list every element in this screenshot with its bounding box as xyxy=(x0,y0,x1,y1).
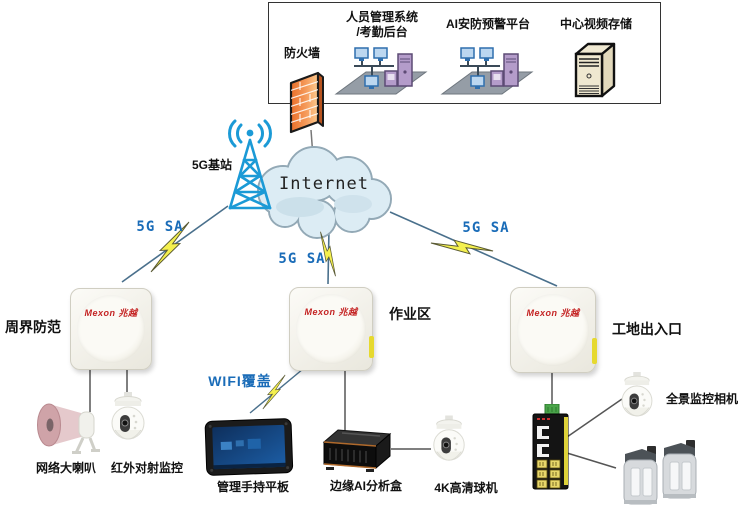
ap-mount-tab xyxy=(369,336,374,358)
turnstile-gate-icon xyxy=(659,440,703,507)
system-label-line1: 人员管理系统 xyxy=(345,10,418,24)
industrial-switch-icon xyxy=(528,403,576,497)
wireless-ap-panel: Mexon 兆越 xyxy=(70,288,152,370)
device-label-ai-box: 边缘AI分析盒 xyxy=(329,479,402,493)
rugged-tablet-icon xyxy=(204,415,294,483)
firewall-label: 防火墙 xyxy=(283,46,320,60)
edge-ai-box-icon xyxy=(318,424,394,479)
device-label-4k-camera: 4K高清球机 xyxy=(434,481,498,495)
system-label-storage: 中心视频存储 xyxy=(559,17,632,31)
internet-label: Internet xyxy=(279,174,369,194)
dome-camera-icon xyxy=(618,372,656,433)
zone-label-entrance: 工地出入口 xyxy=(612,321,682,337)
base-station-label: 5G基站 xyxy=(191,158,232,172)
5g-sa-label-middle: 5G SA xyxy=(278,251,326,267)
dome-camera-icon xyxy=(430,414,468,479)
system-label-line2: /考勤后台 xyxy=(356,25,408,39)
ap-brand-label: Mexon 兆越 xyxy=(526,307,580,318)
ap-mount-tab xyxy=(592,338,597,364)
system-label-personnel: 人员管理系统 /考勤后台 xyxy=(330,10,434,40)
server-tower-icon xyxy=(570,38,618,107)
5g-sa-label-left: 5G SA xyxy=(136,219,184,235)
turnstile-gate-icon xyxy=(620,446,664,510)
firewall-icon xyxy=(286,70,330,139)
zone-label-perimeter: 周界防范 xyxy=(5,319,61,335)
zone-label-workarea: 作业区 xyxy=(389,306,431,322)
device-label-speaker: 网络大喇叭 xyxy=(35,461,96,475)
ap-brand-label: Mexon 兆越 xyxy=(304,307,358,318)
5g-sa-label-right: 5G SA xyxy=(462,220,510,236)
wireless-ap-panel: Mexon 兆越 xyxy=(289,287,374,371)
wifi-coverage-label: WIFI覆盖 xyxy=(208,373,272,389)
device-label-tablet: 管理手持平板 xyxy=(216,480,289,494)
system-label-ai-platform: AI安防预警平台 xyxy=(445,17,530,31)
device-label-panoramic-camera: 全景监控相机 xyxy=(666,392,739,406)
dome-camera-icon xyxy=(108,392,148,457)
cloud-platform-box xyxy=(268,2,661,104)
ap-brand-label: Mexon 兆越 xyxy=(84,307,138,318)
horn-speaker-icon xyxy=(35,398,101,463)
wireless-ap-panel: Mexon 兆越 xyxy=(510,287,597,373)
device-label-infrared: 红外对射监控 xyxy=(110,461,183,475)
lan-cluster-icon xyxy=(334,42,428,105)
lan-cluster-icon xyxy=(440,42,534,105)
